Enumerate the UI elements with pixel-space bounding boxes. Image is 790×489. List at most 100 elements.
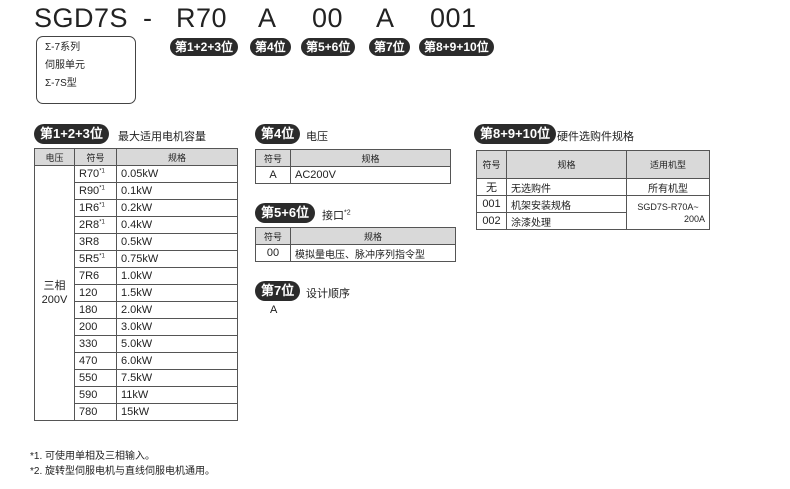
section-7-label: 第7位 [255,281,301,301]
capacity-code: 780 [79,406,98,418]
capacity-spec: 6.0kW [116,352,238,370]
capacity-code: 550 [79,372,98,384]
model-part-r70: R70 [176,3,228,33]
model-part-00: 00 [312,3,344,33]
capacity-spec: 0.5kW [116,233,238,251]
digit-label-1-3: 第1+2+3位 [170,38,239,56]
model-dash: - [143,3,153,33]
design-order-value: A [270,304,278,316]
voltage-header-code: 符号 [255,149,291,167]
capacity-code-cell: 1R6*1 [74,199,117,217]
series-box: Σ-7系列 伺服单元 Σ-7S型 [36,36,136,104]
capacity-code-cell: 330 [74,335,117,353]
capacity-spec: 5.0kW [116,335,238,353]
table-row: 120 1.5kW [35,284,238,302]
capacity-spec: 1.0kW [116,267,238,285]
capacity-header-voltage: 电压 [34,148,75,166]
section-7-title: 设计顺序 [306,288,350,300]
section-4-title: 电压 [306,131,328,143]
capacity-code: 590 [79,389,98,401]
capacity-spec: 11kW [116,386,238,404]
section-56-title-text: 接口 [322,210,344,222]
capacity-spec: 0.4kW [116,216,238,234]
capacity-header-spec: 规格 [116,148,238,166]
option-table: 符号 规格 适用机型 无 无选购件 所有机型 001 机架安装规格 SGD7S-… [476,150,710,230]
capacity-voltage-line-2: 200V [41,294,68,306]
capacity-code-cell: 120 [74,284,117,302]
option-header-code: 符号 [476,150,507,179]
capacity-code-cell: 3R8 [74,233,117,251]
digit-label-8-10: 第8+9+10位 [419,38,494,56]
series-line-2: 伺服单元 [45,60,85,71]
model-prefix: SGD7S [34,3,129,33]
capacity-code-cell: 200 [74,318,117,336]
interface-code: 00 [255,244,291,262]
option-header-spec: 规格 [506,150,627,179]
capacity-code: 470 [79,355,98,367]
capacity-code: 3R8 [79,236,100,248]
table-row: 无 无选购件 所有机型 [476,178,710,196]
capacity-code-cell: 550 [74,369,117,387]
capacity-code-cell: 470 [74,352,117,370]
capacity-code: 120 [79,287,98,299]
interface-header-code: 符号 [255,227,291,245]
section-56-title-mark: *2 [344,209,351,217]
voltage-header-spec: 规格 [290,149,451,167]
digit-label-5-6: 第5+6位 [301,38,356,56]
table-row: 00 模拟量电压、脉冲序列指令型 [255,244,456,262]
option-spec-2: 涂漆处理 [506,212,627,230]
option-model-all: 所有机型 [626,178,710,196]
capacity-code: 200 [79,321,98,333]
capacity-code-mark: *1 [99,253,105,260]
option-model-special-line-2: 200A [683,213,705,224]
capacity-spec: 0.2kW [116,199,238,217]
table-row: A AC200V [255,166,451,184]
model-part-a2: A [376,3,395,33]
voltage-code: A [255,166,291,184]
table-row: 780 15kW [35,403,238,421]
table-row: 001 机架安装规格 SGD7S-R70A~ 200A [476,195,710,230]
capacity-spec: 0.1kW [116,182,238,200]
digit-label-4: 第4位 [250,38,291,56]
capacity-code-mark: *1 [99,168,105,175]
interface-header-spec: 规格 [290,227,456,245]
capacity-code: 7R6 [79,270,100,282]
capacity-spec: 0.05kW [116,165,238,183]
series-line-3: Σ-7S型 [45,78,77,89]
voltage-table: 符号 规格 A AC200V [255,149,451,184]
option-model-special-line-1: SGD7S-R70A~ [637,201,699,212]
footnote-2: *2. 旋转型伺服电机与直线伺服电机通用。 [30,462,215,477]
capacity-spec: 2.0kW [116,301,238,319]
capacity-code-mark: *1 [99,185,105,192]
section-8910-title: 硬件选购件规格 [557,131,634,143]
footnote-2-text: 旋转型伺服电机与直线伺服电机通用。 [45,466,216,477]
capacity-code-mark: *1 [99,202,105,209]
capacity-code-cell: 590 [74,386,117,404]
section-123-title: 最大适用电机容量 [118,131,206,143]
capacity-code-cell: R90*1 [74,182,117,200]
capacity-spec: 1.5kW [116,284,238,302]
section-8910-label: 第8+9+10位 [474,124,557,144]
section-56-title: 接口*2 [322,207,351,223]
section-56-label: 第5+6位 [255,203,316,223]
option-code-2: 002 [476,212,507,230]
capacity-code-cell: 180 [74,301,117,319]
capacity-spec: 15kW [116,403,238,421]
option-header-model: 适用机型 [626,150,710,179]
interface-spec: 模拟量电压、脉冲序列指令型 [290,244,456,262]
footnote-1-mark: *1. [30,451,43,462]
capacity-code-cell: 2R8*1 [74,216,117,234]
option-spec-0: 无选购件 [506,178,627,196]
footnote-1-text: 可使用单相及三相输入。 [45,451,156,462]
table-row: 3R8 0.5kW [35,233,238,251]
capacity-code: 180 [79,304,98,316]
capacity-spec: 0.75kW [116,250,238,268]
voltage-spec: AC200V [290,166,451,184]
capacity-code: R70 [79,168,100,180]
